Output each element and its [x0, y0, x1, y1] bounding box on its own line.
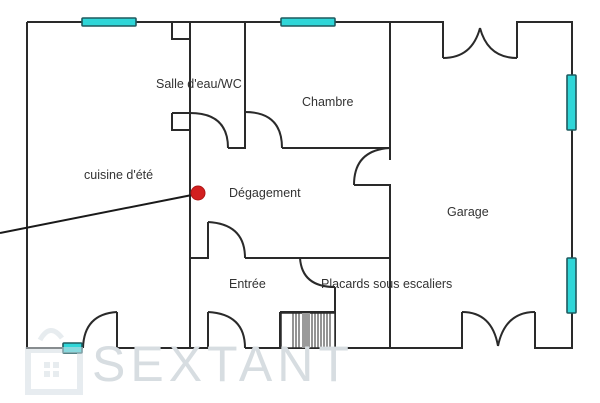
door-placards: [299, 257, 336, 288]
window-chambre-top: [280, 17, 336, 27]
location-marker: [0, 185, 206, 234]
door-entree-main: [207, 311, 246, 349]
door-garage-top-right: [479, 27, 518, 59]
room-label-garage: Garage: [447, 205, 489, 219]
door-chambre: [244, 111, 283, 149]
door-degagement-garage: [353, 147, 391, 186]
window-garage-right-top: [566, 74, 577, 131]
stairs: [280, 312, 336, 349]
door-garage-bottom-right: [497, 311, 536, 347]
room-label-placards: Placards sous escaliers: [321, 277, 453, 291]
sextant-watermark: SEXTANT: [92, 336, 354, 392]
door-garage-bottom-left: [461, 311, 499, 347]
door-cuisine: [82, 311, 118, 349]
windows: [62, 17, 577, 354]
doors: [82, 27, 536, 349]
room-label-chambre: Chambre: [302, 95, 354, 109]
marker-dot: [190, 185, 206, 201]
door-garage-top-left: [442, 27, 481, 59]
room-label-degagement: Dégagement: [229, 186, 301, 200]
door-salle-deau: [189, 112, 229, 149]
sextant-logo-icon: [25, 328, 83, 395]
room-label-salle-deau: Salle d'eau/WC: [156, 77, 242, 91]
door-entree-top: [207, 221, 246, 259]
room-label-entree: Entrée: [229, 277, 266, 291]
interior-walls: [171, 22, 391, 348]
room-label-cuisine: cuisine d'été: [84, 168, 154, 182]
outer-walls: [26, 21, 573, 349]
window-cuisine-top: [81, 17, 137, 27]
window-garage-right-bottom: [566, 257, 577, 314]
